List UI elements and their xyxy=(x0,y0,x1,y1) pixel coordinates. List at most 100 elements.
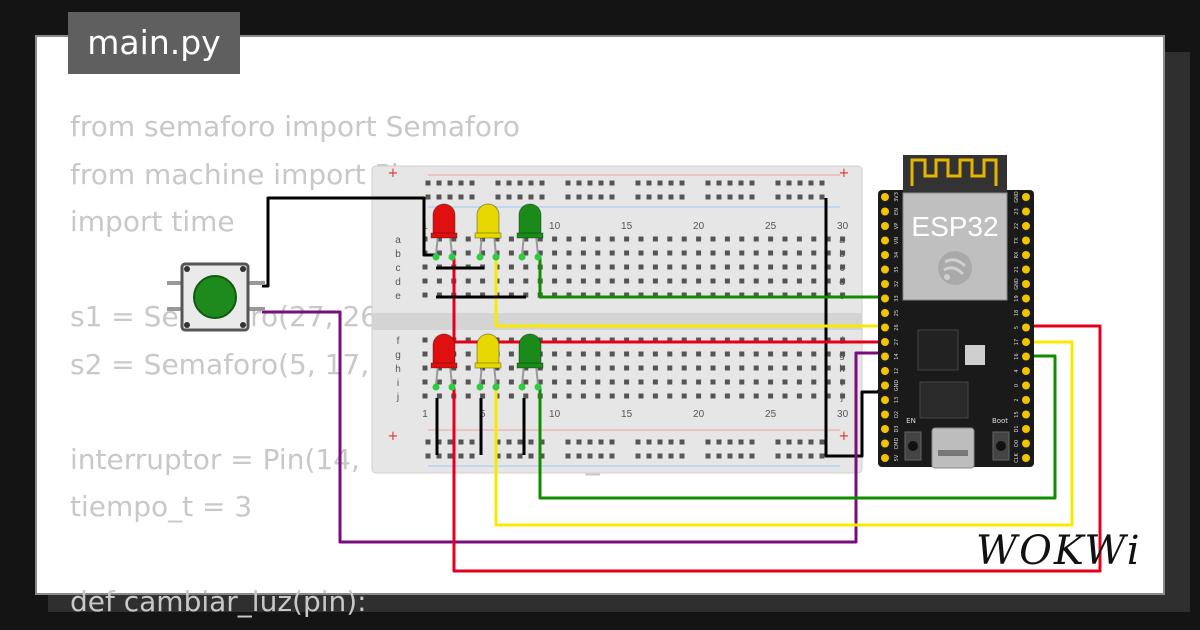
pin-right[interactable] xyxy=(1022,454,1030,462)
pin-right[interactable] xyxy=(1022,425,1030,433)
breadboard-hole xyxy=(811,351,817,357)
led-green-bottom[interactable] xyxy=(516,333,544,391)
pin-left[interactable] xyxy=(881,323,889,332)
breadboard-hole xyxy=(739,337,745,343)
breadboard-hole xyxy=(595,337,601,343)
pin-right[interactable] xyxy=(1022,309,1030,317)
breadboard-hole xyxy=(739,292,745,298)
rail-hole xyxy=(528,453,534,459)
rail-hole xyxy=(528,180,534,186)
pin-right[interactable] xyxy=(1022,352,1030,361)
rail-hole xyxy=(646,453,652,459)
rail-hole xyxy=(727,439,733,445)
pin-label-left: 26 xyxy=(894,324,900,330)
breadboard-hole xyxy=(710,236,716,242)
file-tab[interactable]: main.py xyxy=(68,12,240,74)
pin-right[interactable] xyxy=(1022,207,1030,216)
breadboard-hole xyxy=(609,351,615,357)
pin-right[interactable] xyxy=(1022,439,1030,448)
breadboard-hole xyxy=(537,250,543,256)
pin-right[interactable] xyxy=(1022,338,1030,346)
pin-left[interactable] xyxy=(881,338,889,346)
rail-hole xyxy=(539,453,545,459)
pin-right[interactable] xyxy=(1022,193,1030,201)
pin-right[interactable] xyxy=(1022,222,1030,230)
wire-yellow-1 xyxy=(494,258,885,328)
led-red-top[interactable] xyxy=(430,203,458,261)
rail-hole xyxy=(727,453,733,459)
breadboard-hole xyxy=(710,292,716,298)
led-yellow-top[interactable] xyxy=(474,203,502,261)
breadboard-hole xyxy=(552,365,558,371)
pin-right[interactable] xyxy=(1022,280,1030,288)
pin-left[interactable] xyxy=(881,265,889,274)
button-cap xyxy=(193,275,237,319)
pin-right[interactable] xyxy=(1022,367,1030,375)
pin-left[interactable] xyxy=(881,367,889,375)
pin-left[interactable] xyxy=(881,251,889,259)
pin-label-left: 32 xyxy=(894,281,900,287)
rail-hole xyxy=(528,439,534,445)
pin-left[interactable] xyxy=(881,381,889,390)
row-letter-right: d xyxy=(839,277,845,288)
breadboard-hole xyxy=(638,278,644,284)
push-button[interactable] xyxy=(167,262,265,332)
breadboard-hole xyxy=(422,379,428,385)
rail-plus-sign: + xyxy=(388,429,399,444)
pin-left[interactable] xyxy=(881,280,889,288)
pin-left[interactable] xyxy=(881,410,889,419)
breadboard-hole xyxy=(566,292,572,298)
pin-left[interactable] xyxy=(881,236,889,245)
breadboard-hole xyxy=(840,365,846,371)
pin-left[interactable] xyxy=(881,222,889,230)
pin-left[interactable] xyxy=(881,309,889,317)
pin-left[interactable] xyxy=(881,207,889,216)
pin-right[interactable] xyxy=(1022,251,1030,259)
pin-right[interactable] xyxy=(1022,410,1030,419)
row-letter-left: j xyxy=(396,392,399,403)
breadboard-hole xyxy=(451,236,457,242)
rail-hole xyxy=(819,453,825,459)
led-yellow-bottom[interactable] xyxy=(474,333,502,391)
rail-hole xyxy=(808,439,814,445)
pin-right[interactable] xyxy=(1022,294,1030,303)
pin-right[interactable] xyxy=(1022,236,1030,245)
breadboard-hole xyxy=(595,264,601,270)
pin-left[interactable] xyxy=(881,294,889,303)
pin-label-right: D1 xyxy=(1014,425,1020,432)
row-letter-left: e xyxy=(395,291,401,302)
pin-left[interactable] xyxy=(881,454,889,462)
pin-right[interactable] xyxy=(1022,396,1030,404)
breadboard-hole xyxy=(624,264,630,270)
breadboard-hole xyxy=(796,278,802,284)
breadboard-hole xyxy=(508,250,514,256)
breadboard-hole xyxy=(753,278,759,284)
boot-button-label: Boot xyxy=(992,417,1008,425)
breadboard-hole xyxy=(494,250,500,256)
pin-left[interactable] xyxy=(881,352,889,361)
pin-left[interactable] xyxy=(881,439,889,448)
breadboard-hole xyxy=(667,393,673,399)
breadboard-hole xyxy=(595,250,601,256)
pin-right[interactable] xyxy=(1022,265,1030,274)
leds[interactable] xyxy=(430,203,544,391)
pin-right[interactable] xyxy=(1022,323,1030,332)
breadboard-hole xyxy=(451,250,457,256)
pin-left[interactable] xyxy=(881,425,889,433)
rail-hole xyxy=(539,180,545,186)
breadboard-hole xyxy=(552,393,558,399)
breadboard-hole xyxy=(552,351,558,357)
rail-hole xyxy=(517,180,523,186)
breadboard-hole xyxy=(782,365,788,371)
pin-left[interactable] xyxy=(881,396,889,404)
pin-left[interactable] xyxy=(881,193,889,201)
esp32-board[interactable]: ESP32 EN Boot 3V3ENVPVN34353233252627141… xyxy=(878,155,1034,469)
breadboard-hole xyxy=(480,278,486,284)
led-green-top[interactable] xyxy=(516,203,544,261)
breadboard-hole xyxy=(724,393,730,399)
pin-right[interactable] xyxy=(1022,381,1030,390)
led-red-bottom[interactable] xyxy=(430,333,458,391)
breadboard-hole xyxy=(782,379,788,385)
breadboard-hole xyxy=(638,351,644,357)
